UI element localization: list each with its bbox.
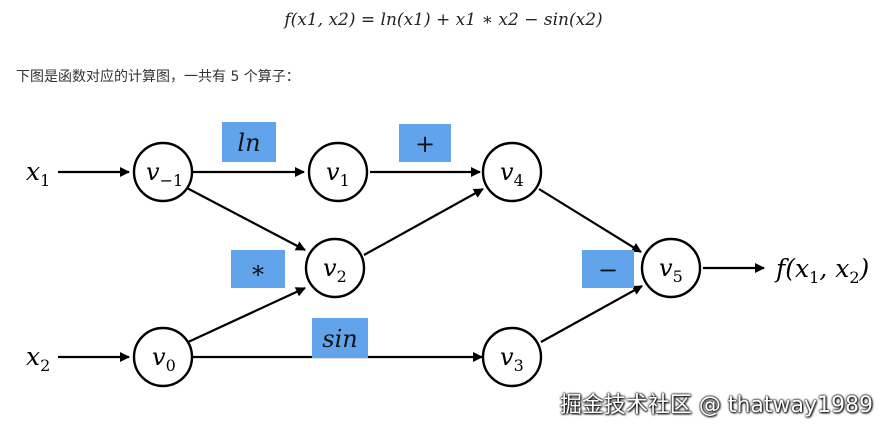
operator-sin-label: sin [322, 325, 357, 353]
svg-text:v4: v4 [500, 158, 524, 190]
svg-text:v0: v0 [152, 343, 176, 375]
operator-mul: ∗ [231, 250, 285, 288]
edge-v0-v2 [185, 287, 306, 344]
operator-minus-label: − [598, 256, 618, 284]
svg-text:v−1: v−1 [146, 158, 183, 190]
operator-plus: + [399, 124, 451, 162]
node-v4: v4 [481, 141, 543, 203]
edge-v2-v4 [363, 188, 484, 256]
input-x2: x2 [26, 342, 50, 375]
node-v3: v3 [481, 326, 543, 388]
svg-text:v5: v5 [659, 254, 683, 286]
operator-minus: − [582, 250, 634, 288]
output-label: f(x1, x2) [774, 254, 869, 287]
svg-text:v3: v3 [500, 343, 524, 375]
edge-v3-v5 [540, 285, 643, 343]
node-v2: v2 [304, 237, 366, 299]
watermark: 掘金技术社区 @ thatway1989 [559, 393, 873, 418]
svg-text:v2: v2 [323, 254, 347, 286]
operator-sin: sin [312, 318, 368, 358]
node-v-1: v−1 [132, 141, 194, 203]
intro-text: 下图是函数对应的计算图，一共有 5 个算子： [16, 69, 300, 85]
node-v5: v5 [640, 237, 702, 299]
operator-plus-label: + [415, 130, 435, 158]
input-x1: x1 [26, 157, 50, 190]
svg-text:v1: v1 [326, 158, 350, 190]
node-v0: v0 [132, 326, 194, 388]
node-v1: v1 [307, 141, 369, 203]
edge-v4-v5 [538, 188, 642, 253]
operator-ln-label: ln [237, 129, 260, 157]
operator-mul-label: ∗ [250, 256, 266, 284]
operator-ln: ln [222, 122, 276, 162]
formula: f(x1, x2) = ln(x1) + x1 ∗ x2 − sin(x2) [284, 10, 603, 30]
edge-v-1-v2 [184, 186, 306, 251]
